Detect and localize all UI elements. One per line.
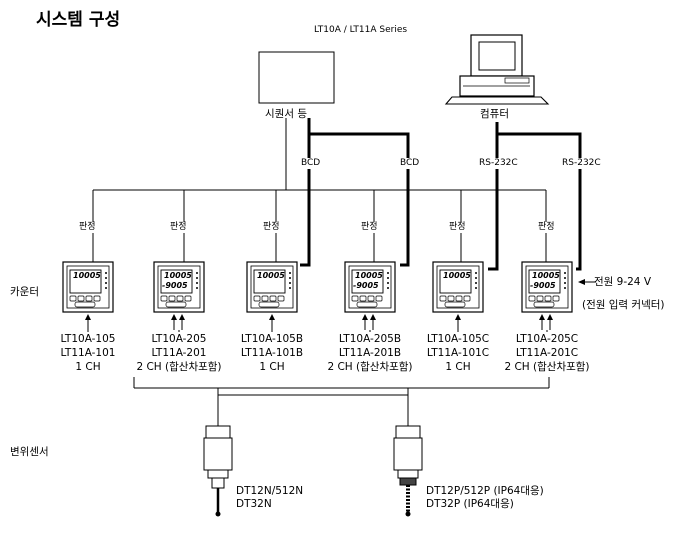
counter-model1: LT10A-205 <box>151 333 207 345</box>
counter-display-value-2: -9005 <box>162 281 188 290</box>
counter-ch: 2 CH (합산차포함) <box>327 361 413 373</box>
sensor-1-line-1: DT12N/512N <box>236 485 304 497</box>
page-title: 시스템 구성 <box>36 10 121 30</box>
series-label: LT10A / LT11A Series <box>314 25 408 35</box>
judge-label: 판정 <box>361 222 378 233</box>
rs232c-label-1: RS-232C <box>479 158 518 169</box>
rs232c-label-2: RS-232C <box>562 158 601 169</box>
sensor-2-line-2: DT32P (IP64대응) <box>426 498 514 510</box>
sequencer-label: 시퀀서 등 <box>265 108 307 120</box>
bcd-label-2: BCD <box>400 158 420 169</box>
counter-model2: LT11A-201B <box>338 347 402 359</box>
counter-display-value: 10005 <box>355 271 383 280</box>
counter-ch: 1 CH <box>445 361 471 373</box>
counter-display-value: 10005 <box>73 271 101 280</box>
counter-model2: LT11A-101C <box>426 347 490 359</box>
counter-display-value-2: -9005 <box>353 281 379 290</box>
counter-model2: LT11A-101 <box>60 347 116 359</box>
bcd-label-1: BCD <box>301 158 321 169</box>
thick-bus <box>300 118 582 271</box>
counter-model1: LT10A-205B <box>338 333 402 345</box>
sensor-dt12p <box>393 418 423 517</box>
counter-ch: 2 CH (합산차포함) <box>136 361 222 373</box>
counter-arrows <box>85 314 553 332</box>
counter-model2: LT11A-201C <box>515 347 579 359</box>
counter-ch: 1 CH <box>259 361 285 373</box>
power-line-2: (전원 입력 커넥터) <box>582 299 665 311</box>
counter-ch: 1 CH <box>75 361 101 373</box>
sequencer-box <box>258 51 335 104</box>
judge-label: 판정 <box>538 222 555 233</box>
counter-display-value-2: -9005 <box>530 281 556 290</box>
counter-model2: LT11A-201 <box>151 347 207 359</box>
judge-label: 판정 <box>79 222 96 233</box>
counter-ch: 2 CH (합산차포함) <box>504 361 590 373</box>
sensor-2-line-1: DT12P/512P (IP64대응) <box>426 485 544 497</box>
sensor-row-label: 변위센서 <box>10 446 49 458</box>
counter-model1: LT10A-105 <box>60 333 116 345</box>
computer-label: 컴퓨터 <box>480 108 509 120</box>
counter-display-value: 10005 <box>164 271 192 280</box>
sensor-1-line-2: DT32N <box>236 498 272 510</box>
counter-display-value: 10005 <box>532 271 560 280</box>
power-line-1: 전원 9-24 V <box>594 276 652 288</box>
judge-label: 판정 <box>263 222 280 233</box>
counter-display-value: 10005 <box>443 271 471 280</box>
sensor-dt12n <box>203 418 233 517</box>
counter-model1: LT10A-105C <box>426 333 490 345</box>
judge-label: 판정 <box>449 222 466 233</box>
judge-label: 판정 <box>170 222 187 233</box>
counter-model1: LT10A-205C <box>515 333 579 345</box>
counter-model2: LT11A-101B <box>240 347 304 359</box>
thin-bus <box>92 118 550 422</box>
counter-model1: LT10A-105B <box>240 333 304 345</box>
counter-display-value: 10005 <box>257 271 285 280</box>
counter-row-label: 카운터 <box>10 286 39 298</box>
power-arrow <box>578 279 596 285</box>
